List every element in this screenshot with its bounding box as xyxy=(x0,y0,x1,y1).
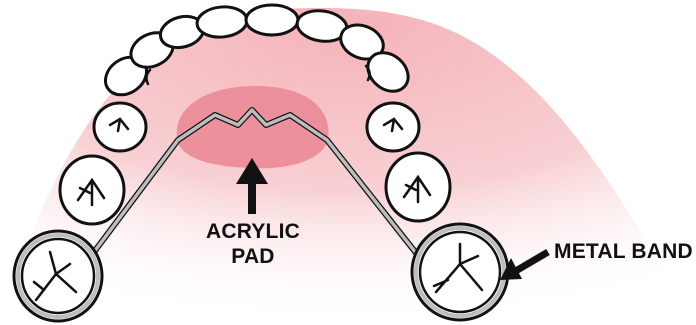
acrylic-pad-label-line1: ACRYLIC xyxy=(206,220,300,243)
metal-band-label: METAL BAND xyxy=(554,240,693,263)
tooth xyxy=(94,103,146,151)
left-banded-molar xyxy=(14,231,102,321)
right-banded-molar xyxy=(412,224,508,320)
tooth xyxy=(246,5,298,35)
acrylic-pad-label-line2: PAD xyxy=(231,245,274,268)
